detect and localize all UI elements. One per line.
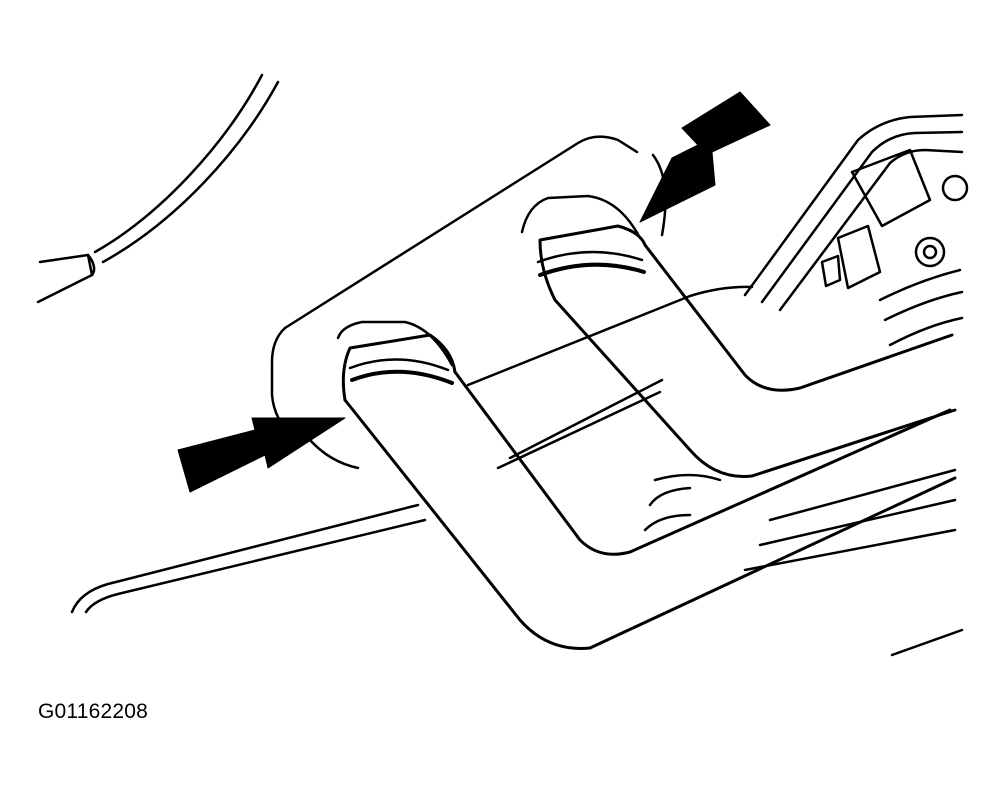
upper-fitting-arrow (639, 91, 771, 223)
arrow-callouts (177, 91, 771, 493)
body-lines (70, 285, 964, 657)
figure-id-label: G01162208 (38, 700, 149, 723)
fender-arc (36, 73, 280, 304)
bracket-assembly (643, 113, 969, 532)
lower-fitting-arrow (177, 417, 346, 493)
lower-hose (336, 320, 957, 650)
upper-hose (520, 194, 957, 478)
